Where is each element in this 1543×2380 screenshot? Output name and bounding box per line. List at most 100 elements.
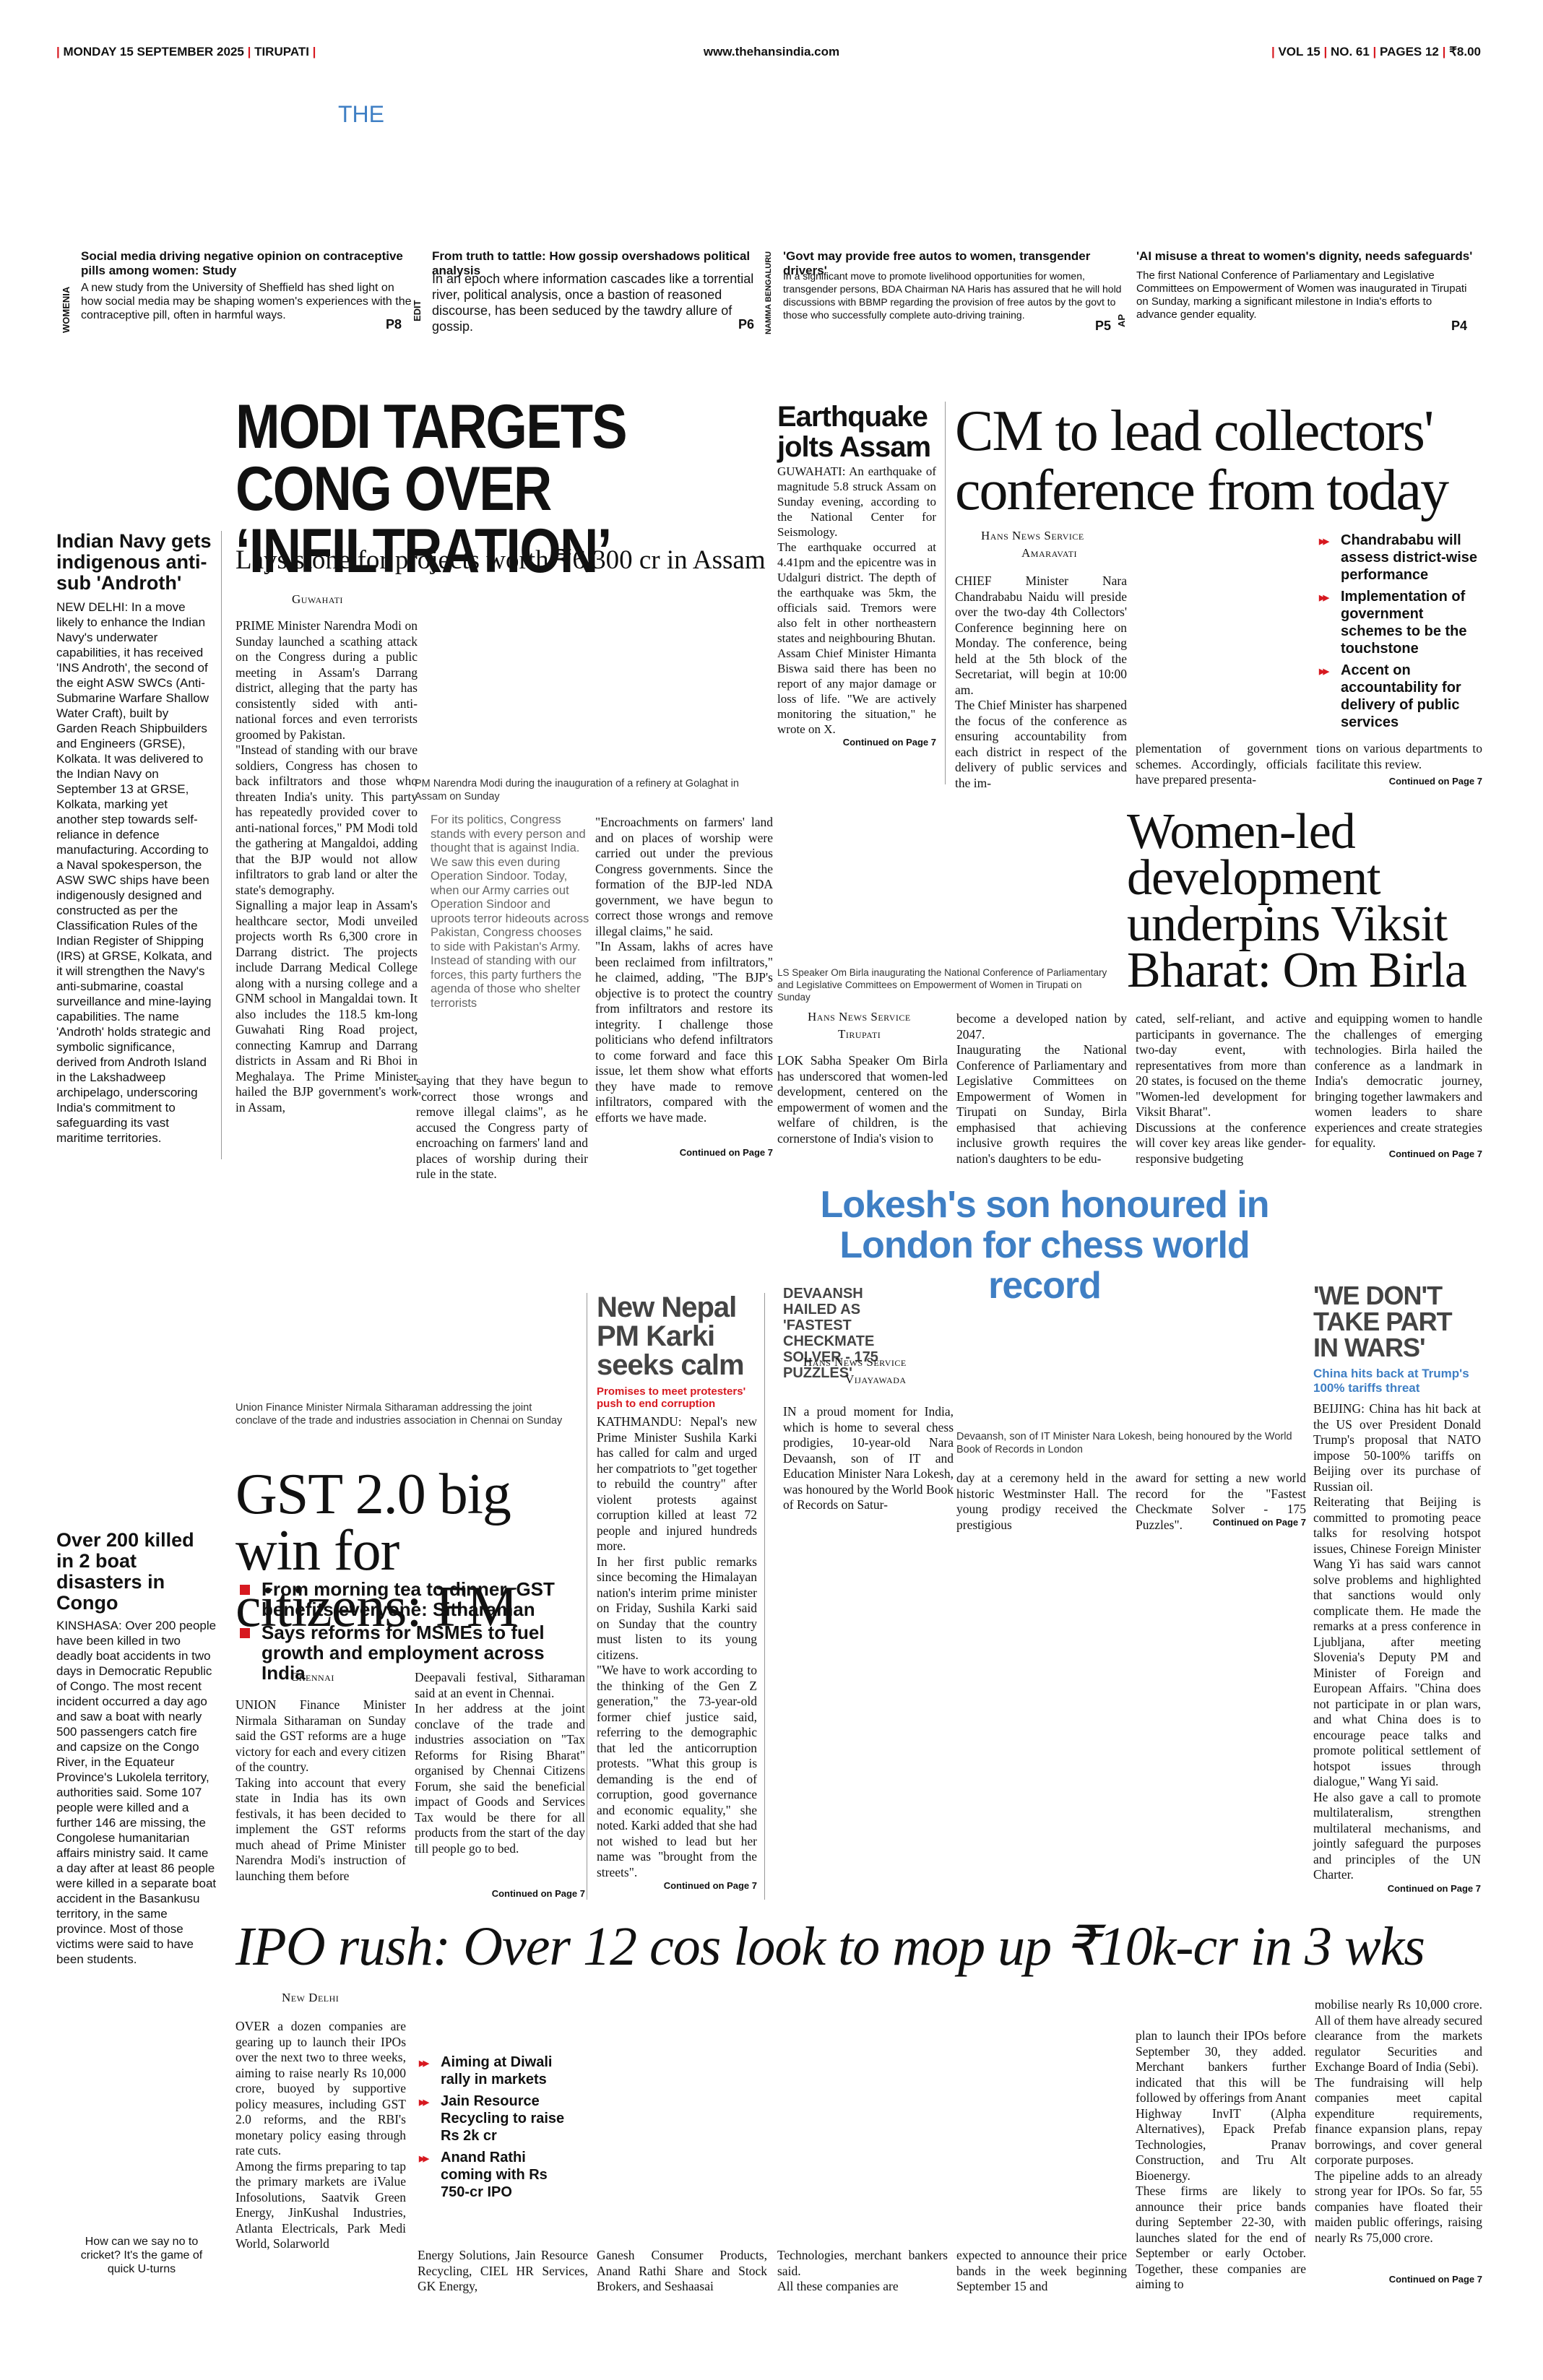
ipo-bullet-list: Aiming at Diwali rally in markets Jain R… — [419, 2054, 578, 2205]
ipo-headline: IPO rush: Over 12 cos look to mop up ₹10… — [235, 1916, 1425, 1977]
lokesh-headline: Lokesh's son honoured in London for ches… — [820, 1184, 1269, 1307]
china-continued: Continued on Page 7 — [1387, 1882, 1481, 1894]
teaser-ap[interactable]: AP 'AI misuse a threat to women's dignit… — [1116, 249, 1477, 336]
column-divider — [764, 1293, 765, 1900]
birla-dateline: Tirupati — [838, 1027, 881, 1041]
birla-column-4: and equipping women to handle the challe… — [1315, 1011, 1482, 1150]
congo-story: Over 200 killed in 2 boat disasters in C… — [56, 1530, 217, 1967]
teaser-page: P8 — [386, 317, 402, 332]
cm-byline: Hans News Service — [981, 529, 1084, 542]
birla-headline: Women-led development underpins Viksit B… — [1127, 804, 1467, 998]
congo-body: KINSHASA: Over 200 people have been kill… — [56, 1619, 217, 1966]
china-story: 'WE DON'T TAKE PART IN WARS' China hits … — [1313, 1283, 1481, 1894]
china-headline: 'WE DON'T TAKE PART IN WARS' — [1313, 1281, 1453, 1362]
lokesh-photo-caption: Devaansh, son of IT Minister Nara Lokesh… — [956, 1431, 1292, 1455]
lead-column-2: saying that they have begun to "correct … — [416, 1073, 588, 1181]
masthead-issue-info: | VOL 15 | NO. 61 | PAGES 12 | ₹8.00 — [1271, 45, 1481, 59]
teaser-title: From truth to tattle: How gossip oversha… — [432, 249, 751, 277]
navy-headline: Indian Navy gets indigenous anti-sub 'An… — [56, 530, 212, 594]
ipo-column-7: mobilise nearly Rs 10,000 crore. All of … — [1315, 1997, 1482, 2245]
teaser-edit[interactable]: EDIT From truth to tattle: How gossip ov… — [412, 249, 773, 336]
congo-headline: Over 200 killed in 2 boat disasters in C… — [56, 1529, 194, 1614]
teaser-title: 'AI misuse a threat to women's dignity, … — [1136, 249, 1473, 263]
birla-photo-caption: LS Speaker Om Birla inaugurating the Nat… — [777, 967, 1107, 1003]
gst-story: Union Finance Minister Nirmala Sitharama… — [235, 1401, 585, 1899]
promo-text[interactable]: How can we say no to cricket? It's the g… — [80, 2236, 203, 2275]
ipo-column-1: OVER a dozen companies are gearing up to… — [235, 2019, 406, 2251]
teaser-text: A new study from the University of Sheff… — [81, 282, 412, 321]
cm-column-3: tions on various departments to facilita… — [1316, 741, 1482, 771]
masthead-city: TIRUPATI — [254, 45, 309, 59]
gst-dateline: Chennai — [290, 1670, 334, 1684]
cm-column-2: plementation of government schemes. Acco… — [1136, 741, 1308, 787]
teaser-title: 'Govt may provide free autos to women, t… — [783, 249, 1091, 277]
masthead-url[interactable]: www.thehansindia.com — [703, 45, 840, 59]
lokesh-kicker: DEVAANSH HAILED AS 'FASTEST CHECKMATE SO… — [783, 1286, 878, 1381]
birla-continued: Continued on Page 7 — [1388, 1148, 1482, 1159]
lokesh-continued: Continued on Page 7 — [1212, 1517, 1306, 1528]
lead-continued: Continued on Page 7 — [679, 1147, 773, 1158]
cm-column-1: CHIEF Minister Nara Chandrababu Naidu wi… — [955, 574, 1127, 790]
nepal-story: New Nepal PM Karki seeks calm Promises t… — [597, 1293, 757, 1891]
teaser-namma-bengaluru[interactable]: NAMMA BENGALURU 'Govt may provide free a… — [764, 249, 1125, 336]
teaser-text: The first National Conference of Parliam… — [1136, 269, 1467, 321]
lead-column-3: "Encroachments on farmers' land and on p… — [595, 815, 773, 1125]
lead-subheadline: Lays stone for projects worth ₹6,300 cr … — [235, 545, 766, 575]
nepal-headline: New Nepal PM Karki seeks calm — [597, 1291, 745, 1381]
lead-column-1: PRIME Minister Narendra Modi on Sunday l… — [235, 618, 418, 1115]
quake-body: GUWAHATI: An earthquake of magnitude 5.8… — [777, 464, 936, 736]
china-subheadline: China hits back at Trump's 100% tariffs … — [1313, 1367, 1469, 1395]
cm-bullet-list: Chandrababu will assess district-wise pe… — [1319, 532, 1485, 735]
ipo-column-2: Energy Solutions, Jain Resource Recyclin… — [418, 2248, 588, 2293]
cm-headline: CM to lead collectors' conference from t… — [955, 399, 1449, 522]
lead-story: MODI TARGETS CONG OVER ‘INFILTRATION’ La… — [235, 392, 773, 1181]
quake-continued: Continued on Page 7 — [842, 737, 936, 748]
nepal-subheadline: Promises to meet protesters' push to end… — [597, 1385, 746, 1410]
masthead-logo: THE — [338, 101, 384, 127]
teaser-title: Social media driving negative opinion on… — [81, 249, 403, 277]
teaser-page: P5 — [1095, 319, 1112, 333]
lokesh-byline: Hans News Service — [803, 1355, 907, 1369]
navy-story: Indian Navy gets indigenous anti-sub 'An… — [56, 531, 212, 1146]
ipo-column-4: Technologies, merchant bankers said. All… — [777, 2248, 948, 2293]
china-body: BEIJING: China has hit back at the US ov… — [1313, 1401, 1481, 1882]
gst-photo-caption: Union Finance Minister Nirmala Sitharama… — [235, 1402, 563, 1427]
birla-column-1: LOK Sabha Speaker Om Birla has underscor… — [777, 1053, 948, 1146]
cm-continued: Continued on Page 7 — [1388, 776, 1482, 787]
lokesh-dateline: Vijayawada — [845, 1372, 907, 1386]
ipo-column-5: expected to announce their price bands i… — [956, 2248, 1127, 2293]
teaser-page: P6 — [738, 317, 755, 332]
cm-bullet: Chandrababu will assess district-wise pe… — [1319, 532, 1485, 584]
ipo-continued: Continued on Page 7 — [1388, 2274, 1482, 2285]
teaser-section-label: NAMMA BENGALURU — [764, 251, 773, 334]
masthead-date: MONDAY 15 SEPTEMBER 2025 — [63, 45, 244, 59]
lokesh-column-3: award for setting a new world record for… — [1136, 1471, 1306, 1532]
lead-headline: MODI TARGETS CONG OVER ‘INFILTRATION’ — [235, 392, 628, 586]
teaser-section-label: AP — [1116, 313, 1127, 327]
column-divider — [221, 531, 222, 1159]
teaser-page: P4 — [1451, 319, 1468, 333]
ipo-bullet: Jain Resource Recycling to raise Rs 2k c… — [419, 2093, 578, 2145]
lead-dateline: Guwahati — [292, 592, 343, 606]
cm-bullet: Accent on accountability for delivery of… — [1319, 662, 1485, 731]
gst-bullet-list: From morning tea to dinner, GST benefits… — [240, 1579, 579, 1686]
birla-column-3: cated, self-reliant, and active particip… — [1136, 1011, 1306, 1166]
ipo-dateline: New Delhi — [282, 1991, 340, 2004]
gst-column-2: Deepavali festival, Sitharaman said at a… — [415, 1670, 585, 1856]
ipo-bullet: Anand Rathi coming with Rs 750-cr IPO — [419, 2149, 578, 2201]
birla-byline: Hans News Service — [808, 1010, 911, 1024]
gst-bullet: Says reforms for MSMEs to fuel growth an… — [240, 1622, 579, 1683]
column-divider — [945, 402, 946, 784]
ipo-column-3: Ganesh Consumer Products, Anand Rathi Sh… — [597, 2248, 767, 2293]
lokesh-column-2: day at a ceremony held in the historic W… — [956, 1471, 1127, 1532]
cm-story: CM to lead collectors' conference from t… — [955, 399, 1482, 790]
masthead-date-line: | MONDAY 15 SEPTEMBER 2025 | TIRUPATI | — [56, 45, 316, 59]
nepal-continued: Continued on Page 7 — [663, 1880, 757, 1891]
quake-story: Earthquake jolts Assam GUWAHATI: An eart… — [777, 402, 936, 748]
lead-pull-quote: For its politics, Congress stands with e… — [431, 813, 589, 1010]
ipo-column-6: plan to launch their IPOs before Septemb… — [1136, 2028, 1306, 2291]
teaser-section-label: EDIT — [412, 300, 423, 321]
cm-bullet: Implementation of government schemes to … — [1319, 588, 1485, 657]
birla-column-2: become a developed nation by 2047. Inaug… — [956, 1011, 1127, 1166]
teaser-womenia[interactable]: WOMENIA Social media driving negative op… — [61, 249, 422, 336]
